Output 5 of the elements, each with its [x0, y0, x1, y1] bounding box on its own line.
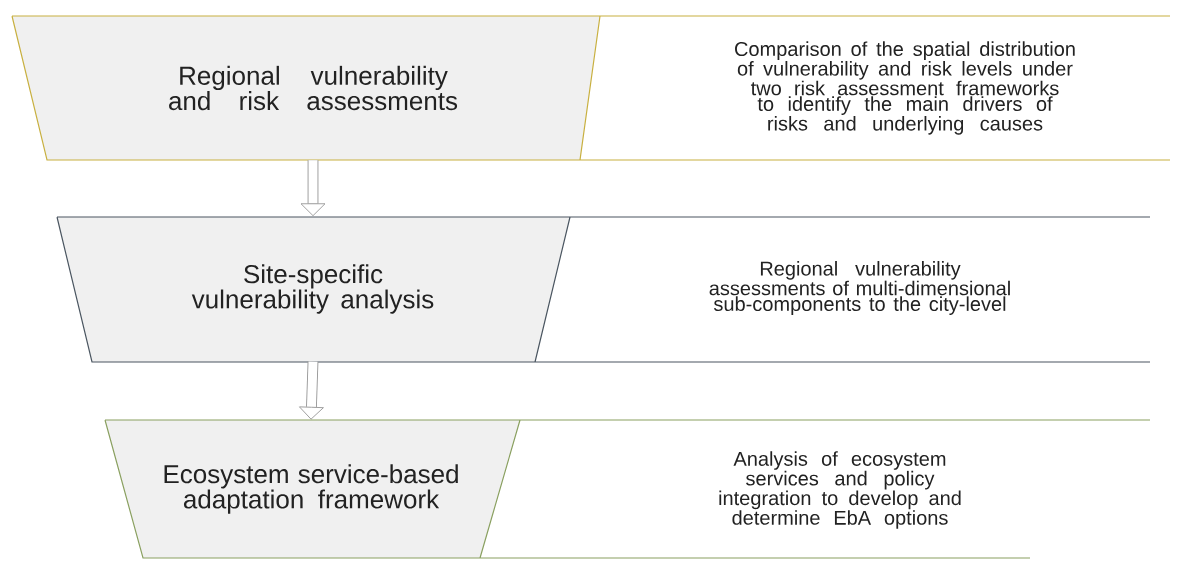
- block-arrow: [299, 361, 324, 420]
- block-arrow: [300, 160, 326, 217]
- description-text: Analysis of ecosystem services and policy integration to develop and determine EbA options: [719, 451, 961, 529]
- description-text: Regional vulnerability assessments of multi-dimensional sub-components to the city-level: [709, 261, 1010, 315]
- description-text: Comparison of the spatial distribution of vulnerability and risk levels under two risk assessment frameworks to identify the main drivers of risks and underlying causes: [735, 41, 1075, 135]
